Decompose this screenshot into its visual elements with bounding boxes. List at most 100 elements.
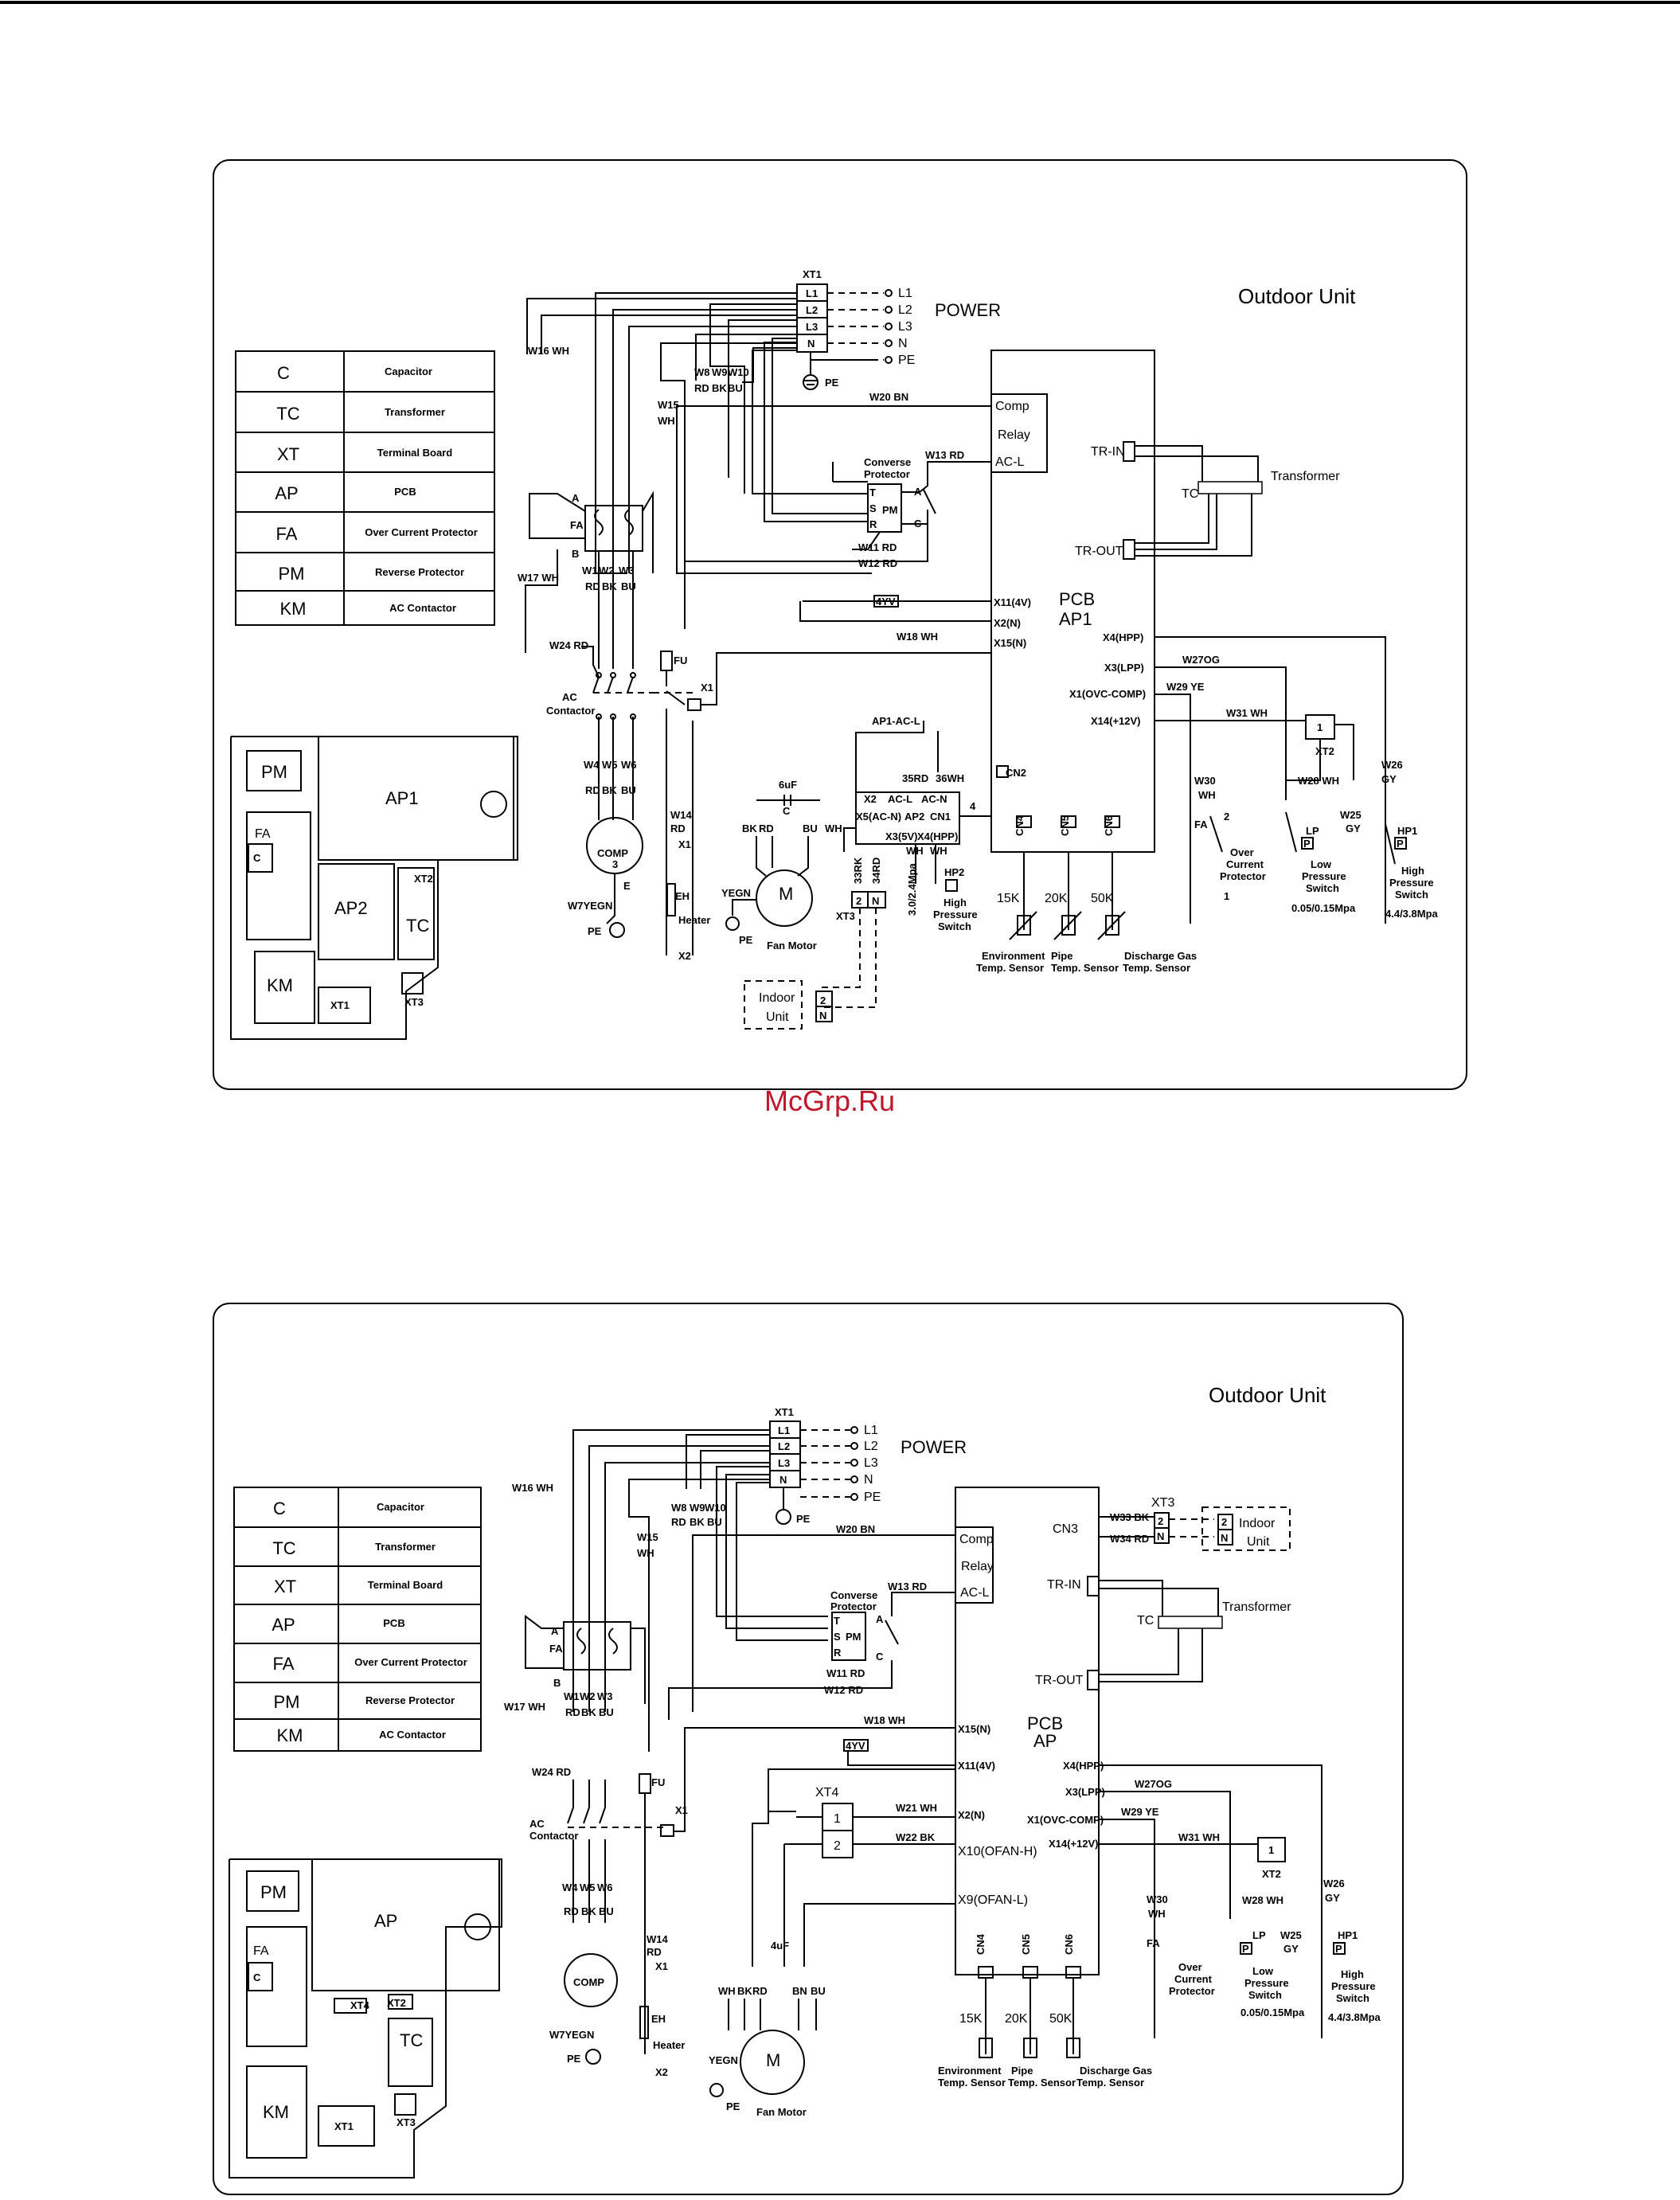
svg-text:XT4: XT4 [815,1786,838,1799]
svg-text:TR-OUT: TR-OUT [1035,1674,1084,1687]
svg-text:Over: Over [1230,846,1254,858]
svg-text:X1: X1 [675,1804,688,1816]
svg-text:RD: RD [759,823,774,834]
svg-text:XT2: XT2 [1262,1868,1281,1880]
svg-text:Pressure: Pressure [933,909,978,920]
svg-text:TC: TC [406,916,429,936]
svg-text:Protector: Protector [864,468,910,480]
svg-text:W7YEGN: W7YEGN [549,2029,594,2041]
legend-desc: PCB [394,486,416,498]
svg-text:L3: L3 [778,1457,790,1469]
diagram-2: Outdoor Unit C Capacitor TC Transformer … [213,1303,1404,2195]
svg-text:RD: RD [670,823,686,834]
svg-text:W25: W25 [1280,1929,1302,1941]
svg-text:X15(N): X15(N) [958,1723,990,1735]
svg-text:X3(LPP): X3(LPP) [1065,1786,1105,1798]
svg-text:PE: PE [567,2053,581,2065]
svg-text:15K: 15K [997,892,1020,905]
svg-text:W17 WH: W17 WH [504,1701,545,1713]
svg-text:AP1: AP1 [385,788,419,808]
svg-text:X15(N): X15(N) [994,637,1026,649]
svg-text:BU: BU [621,784,636,796]
svg-text:15K: 15K [959,2012,983,2026]
svg-text:CN2: CN2 [1006,767,1026,779]
svg-text:BK: BK [742,823,757,834]
svg-text:PE: PE [739,934,753,946]
legend-code: C [277,363,290,383]
svg-text:Heater: Heater [653,2039,685,2051]
svg-text:W12 RD: W12 RD [858,557,897,569]
legend-desc: Transformer [385,406,445,418]
legend-code: C [273,1499,286,1518]
svg-text:W26: W26 [1381,759,1403,771]
svg-text:W20 BN: W20 BN [869,391,908,403]
svg-text:BK: BK [602,580,617,592]
svg-text:N: N [819,1010,826,1022]
svg-text:Temp. Sensor: Temp. Sensor [1051,962,1119,974]
supply-wiring: W16 WH W15 WH W8 W9 W10 RD BK BU W20 BN [526,292,991,629]
svg-text:20K: 20K [1005,2012,1028,2026]
svg-text:L2: L2 [898,303,912,317]
svg-text:Contactor: Contactor [546,705,595,717]
svg-text:N: N [1221,1532,1228,1544]
svg-text:W1: W1 [582,565,598,576]
svg-text:HP1: HP1 [1338,1929,1358,1941]
svg-text:PE: PE [796,1513,811,1525]
svg-text:GY: GY [1283,1943,1299,1955]
svg-text:Converse: Converse [864,456,911,468]
svg-text:W10: W10 [705,1502,726,1514]
svg-text:L3: L3 [898,320,912,334]
svg-text:N: N [898,337,908,350]
svg-text:W16 WH: W16 WH [512,1482,553,1494]
power-terminal-xt1: XT1 L1 L2 L3 N L1 L2 L3 N PE POWER [796,268,1001,390]
svg-text:BU: BU [811,1985,826,1997]
svg-text:Contactor: Contactor [529,1830,578,1842]
svg-text:XT3: XT3 [1151,1496,1174,1510]
svg-text:BU: BU [728,382,743,394]
svg-text:P: P [1335,1943,1342,1955]
svg-text:COMP: COMP [597,847,628,859]
fan-motor-icon [756,869,813,927]
svg-text:W4: W4 [584,759,600,771]
svg-text:Pressure: Pressure [1389,877,1434,889]
svg-text:W12 RD: W12 RD [824,1684,863,1696]
svg-text:L1: L1 [778,1424,790,1436]
svg-text:W13 RD: W13 RD [888,1581,927,1592]
svg-text:1: 1 [1317,721,1323,733]
svg-text:2: 2 [856,895,861,907]
svg-text:X3(5V): X3(5V) [885,830,917,842]
legend-desc: Over Current Protector [354,1656,467,1668]
svg-text:X10(OFAN-H): X10(OFAN-H) [958,1845,1037,1858]
svg-text:Pressure: Pressure [1302,870,1346,882]
legend-code: AP [272,1615,295,1635]
svg-text:XT2: XT2 [387,1997,406,2009]
svg-text:Discharge Gas: Discharge Gas [1124,950,1197,962]
svg-text:Indoor: Indoor [1239,1517,1276,1530]
svg-text:Comp: Comp [995,400,1029,413]
svg-text:XT3: XT3 [836,910,855,922]
svg-text:BK: BK [581,1706,596,1718]
svg-text:YEGN: YEGN [709,2054,738,2066]
transformer: TC Transformer [1123,441,1340,560]
svg-text:XT1: XT1 [334,2120,354,2132]
pcb-id: AP [1033,1731,1057,1751]
svg-text:BU: BU [707,1516,722,1528]
svg-text:R: R [869,518,877,530]
svg-text:EH: EH [651,2013,666,2025]
svg-text:N: N [1157,1530,1164,1542]
legend-desc: Reverse Protector [365,1694,455,1706]
svg-text:Discharge Gas: Discharge Gas [1080,2065,1152,2077]
svg-text:BK: BK [602,784,617,796]
svg-text:Fan Motor: Fan Motor [767,940,817,952]
svg-text:0.05/0.15Mpa: 0.05/0.15Mpa [1291,902,1356,914]
svg-text:50K: 50K [1091,892,1114,905]
over-current-protector-2: A FA B W17 WH W1 W2 W3 RD BK BU Converse… [504,1581,955,1720]
heater: W14 RD X1 EH Heater X2 [666,809,710,962]
svg-text:X11(4V): X11(4V) [994,596,1031,608]
svg-text:W9: W9 [712,366,728,378]
svg-text:W1: W1 [564,1690,580,1702]
svg-text:W13 RD: W13 RD [925,449,964,461]
svg-text:W9: W9 [690,1502,705,1514]
svg-text:Environment: Environment [982,950,1045,962]
